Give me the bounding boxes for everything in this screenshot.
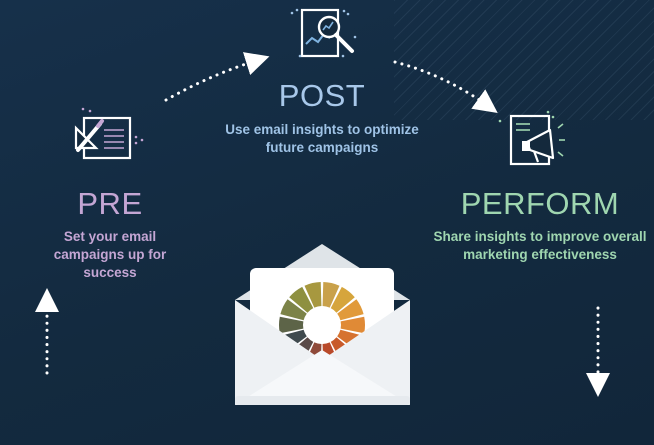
color-wheel-segment	[337, 299, 364, 321]
magnifier-chart-icon	[290, 8, 357, 58]
color-wheel-segment	[278, 316, 304, 334]
envelope-left-flap	[235, 300, 322, 405]
envelope-bottom-flap	[235, 350, 410, 405]
stage-description-pre: Set your email campaigns up for success	[53, 229, 167, 280]
color-wheel-segment	[340, 316, 366, 334]
color-wheel-segment	[280, 299, 307, 321]
megaphone-report-icon	[498, 110, 565, 166]
stage-description-perform: Share insights to improve overall market…	[433, 229, 647, 262]
stage-title-pre: PRE	[77, 186, 143, 221]
design-tools-icon	[74, 107, 144, 160]
stage-title-post: POST	[278, 78, 366, 113]
stage-title-perform: PERFORM	[460, 186, 620, 221]
envelope-color-wheel-icon	[235, 244, 410, 405]
arrow-post-to-perform	[393, 60, 498, 114]
color-wheel-segment	[322, 282, 340, 308]
background-stripes	[394, 0, 654, 120]
envelope-right-flap	[322, 300, 410, 405]
arrow-pre-to-post	[164, 52, 270, 102]
color-wheel-segment	[304, 282, 322, 308]
stage-description-post: Use email insights to optimize future ca…	[225, 122, 419, 155]
color-wheel-segment	[330, 286, 355, 313]
color-wheel-segment	[289, 286, 314, 313]
